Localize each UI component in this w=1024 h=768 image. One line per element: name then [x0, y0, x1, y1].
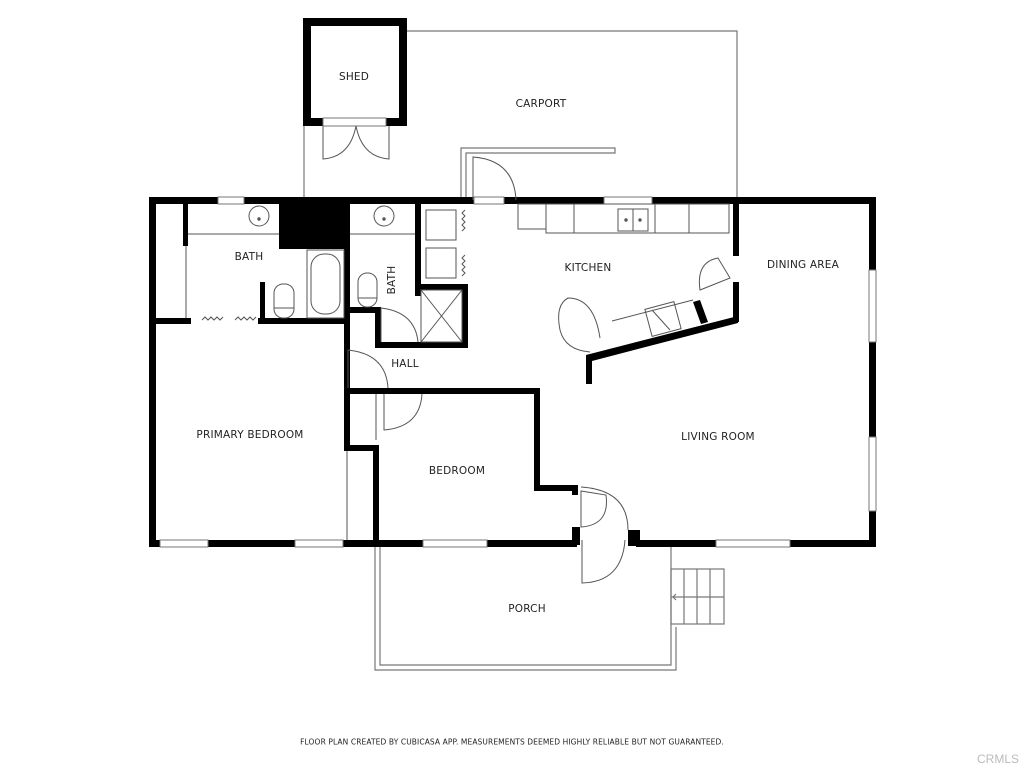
- shed: [303, 18, 407, 160]
- interior-walls: [149, 200, 739, 546]
- room-label-shed: SHED: [338, 71, 370, 83]
- watermark: CRMLS: [976, 752, 1019, 766]
- fixtures: [185, 203, 731, 353]
- room-label-bedroom: BEDROOM: [428, 465, 486, 477]
- room-label-primary-bath: BATH: [234, 251, 264, 263]
- disclaimer-text: FLOOR PLAN CREATED BY CUBICASA APP. MEAS…: [300, 737, 724, 747]
- doors: [346, 156, 629, 584]
- exterior-walls: [149, 197, 876, 547]
- room-label-dining-area: DINING AREA: [767, 259, 839, 271]
- room-label-porch: PORCH: [508, 603, 546, 615]
- room-label-kitchen: KITCHEN: [564, 262, 612, 274]
- room-label-primary-bedroom: PRIMARY BEDROOM: [196, 429, 304, 441]
- room-label-hall-bath: BATH: [386, 265, 398, 295]
- room-label-carport: CARPORT: [515, 98, 567, 110]
- porch: [374, 547, 725, 671]
- windows: [159, 196, 877, 548]
- room-label-hall: HALL: [391, 358, 419, 370]
- room-label-living-room: LIVING ROOM: [681, 431, 755, 443]
- carport-outline: [303, 30, 738, 200]
